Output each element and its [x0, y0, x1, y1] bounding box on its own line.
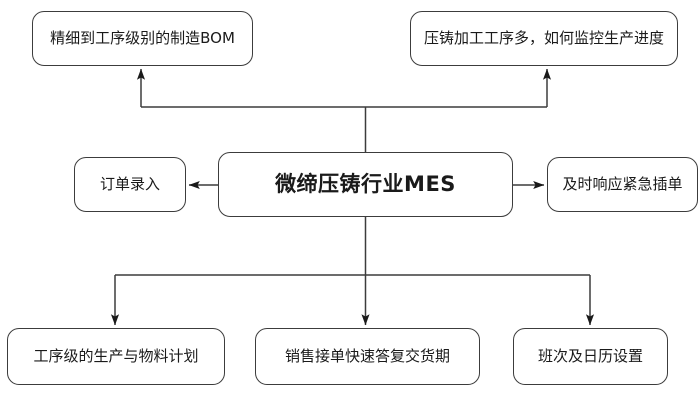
node-center-mes[interactable]: 微缔压铸行业MES — [218, 152, 513, 217]
node-bottom-left[interactable]: 工序级的生产与物料计划 — [7, 328, 225, 385]
node-left-order-entry[interactable]: 订单录入 — [74, 157, 186, 212]
node-bottom-right[interactable]: 班次及日历设置 — [513, 328, 668, 385]
node-top-left-label: 精细到工序级别的制造BOM — [50, 28, 235, 47]
node-bottom-left-label: 工序级的生产与物料计划 — [33, 346, 199, 365]
node-bottom-mid[interactable]: 销售接单快速答复交货期 — [255, 328, 480, 385]
node-top-left[interactable]: 精细到工序级别的制造BOM — [32, 11, 253, 66]
node-top-right-label: 压铸加工工序多，如何监控生产进度 — [423, 28, 664, 47]
node-right-label: 及时响应紧急插单 — [562, 174, 683, 193]
node-bottom-mid-label: 销售接单快速答复交货期 — [284, 346, 450, 365]
node-center-label: 微缔压铸行业MES — [275, 172, 456, 197]
node-bottom-right-label: 班次及日历设置 — [537, 346, 643, 365]
node-left-label: 订单录入 — [99, 174, 160, 193]
node-top-right[interactable]: 压铸加工工序多，如何监控生产进度 — [410, 11, 678, 66]
node-right-urgent-order[interactable]: 及时响应紧急插单 — [547, 157, 698, 212]
